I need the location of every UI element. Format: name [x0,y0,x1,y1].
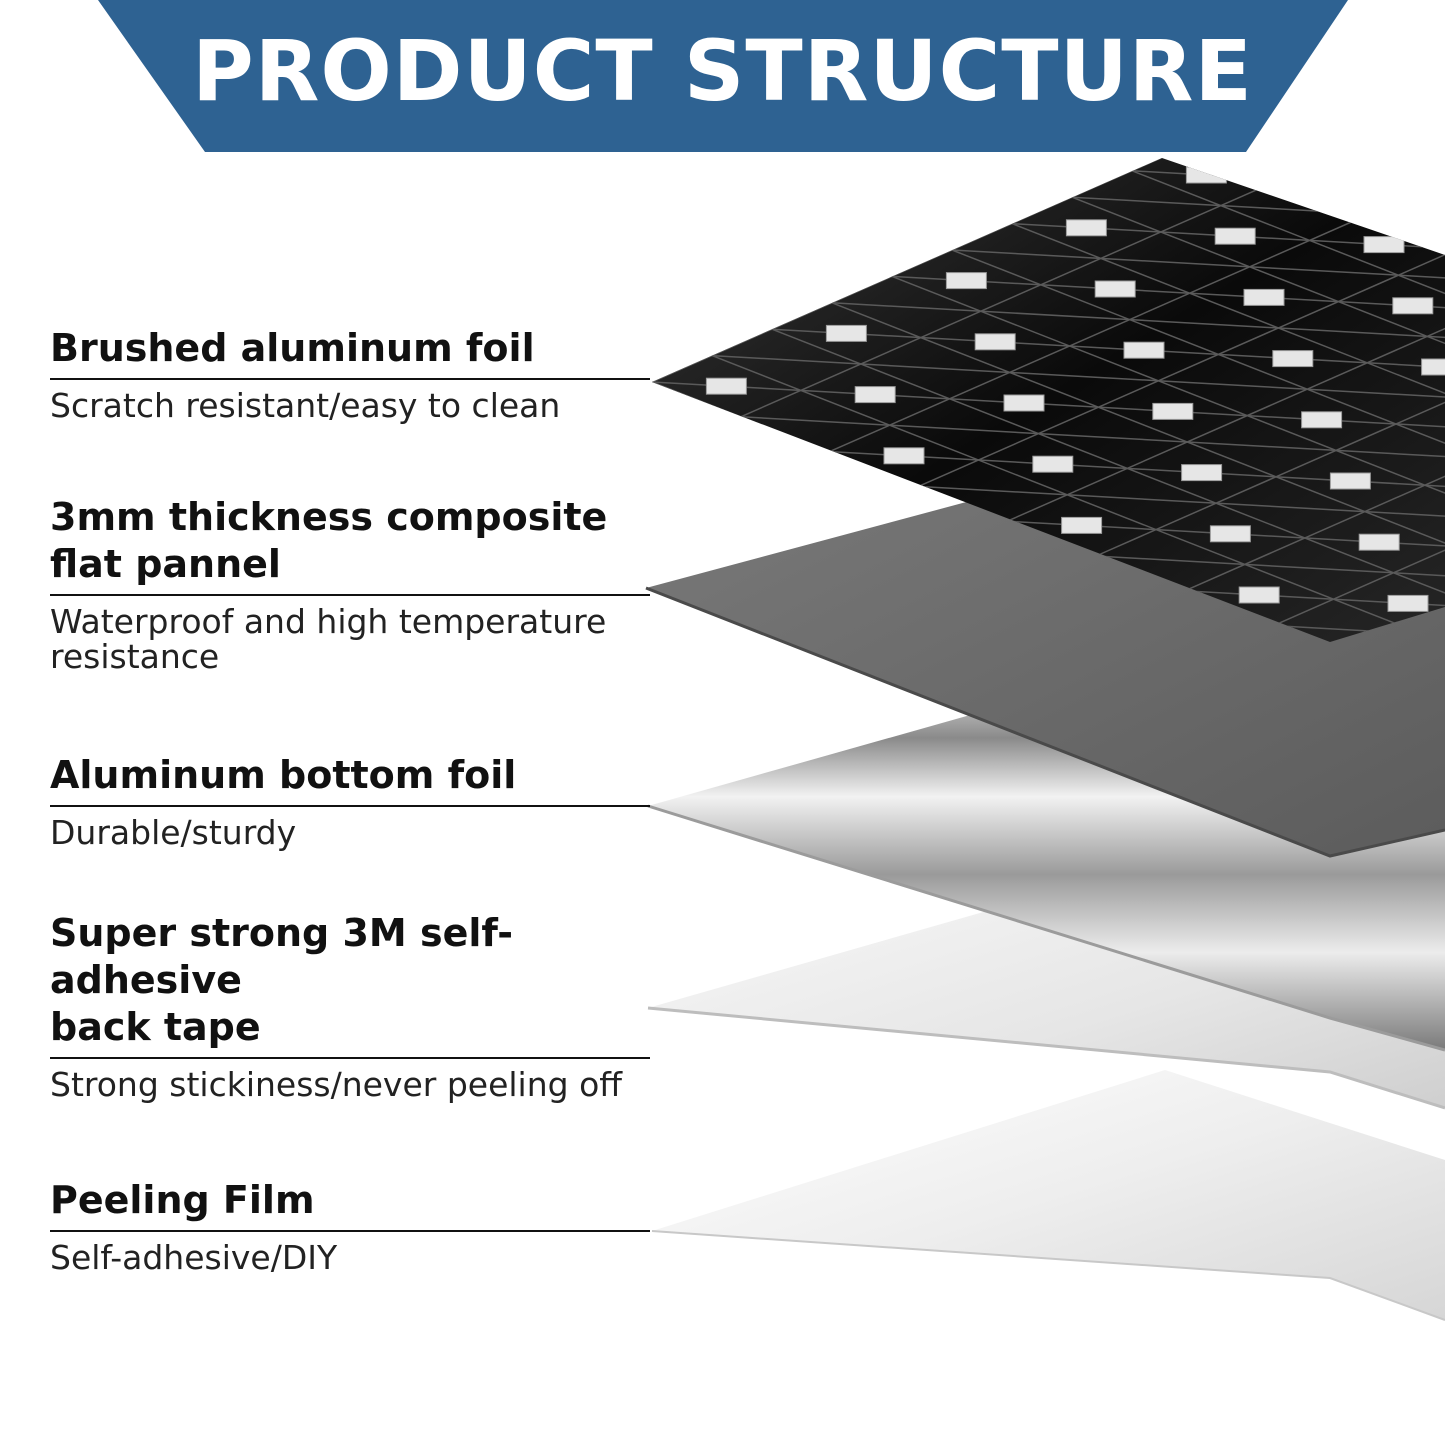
peeling-film-layer [652,1070,1445,1320]
mosaic-chip [1272,350,1314,368]
leader-line [50,1230,650,1232]
mosaic-chip [1329,472,1371,490]
mosaic-chip [1363,236,1405,254]
mosaic-chip [883,447,925,465]
layer-title: Aluminum bottom foil [50,753,517,797]
mosaic-chip [1238,586,1280,604]
mosaic-chip [1209,525,1251,543]
mosaic-chip [1387,594,1429,612]
mosaic-chip [854,386,896,404]
mosaic-chip [1358,533,1400,551]
mosaic-chip [1214,227,1256,245]
page-title: PRODUCT STRUCTURE [192,22,1253,120]
leader-line [50,594,650,596]
mosaic-chip [1185,166,1227,184]
mosaic-chip [1152,402,1194,420]
layer-title: Brushed aluminum foil [50,326,535,370]
mosaic-chip [1243,288,1285,306]
mosaic-chip [1094,280,1136,298]
mosaic-chip [825,324,867,342]
mosaic-chip [1003,394,1045,412]
leader-line [50,378,650,380]
mosaic-chip [1301,411,1343,429]
layer-description: Durable/sturdy [50,813,297,852]
layer-description: Self-adhesive/DIY [50,1238,338,1277]
header-banner [98,0,1348,152]
leader-line [50,1057,650,1059]
mosaic-chip [1392,297,1434,315]
mosaic-chip [1065,219,1107,237]
mosaic-chip [1181,464,1223,482]
layer-description: Strong stickiness/never peeling off [50,1065,622,1104]
brushed-aluminum-layer [652,158,1445,642]
mosaic-chip [1123,341,1165,359]
mosaic-chip [945,272,987,290]
leader-line [50,805,650,807]
mosaic-chip [705,377,747,395]
mosaic-chip [1421,358,1445,376]
mosaic-chip [1334,174,1376,192]
mosaic-chip [974,333,1016,351]
mosaic-chip [1032,455,1074,473]
layer-title: Peeling Film [50,1178,315,1222]
layer-description: Scratch resistant/easy to clean [50,386,561,425]
mosaic-chip [1061,516,1103,534]
